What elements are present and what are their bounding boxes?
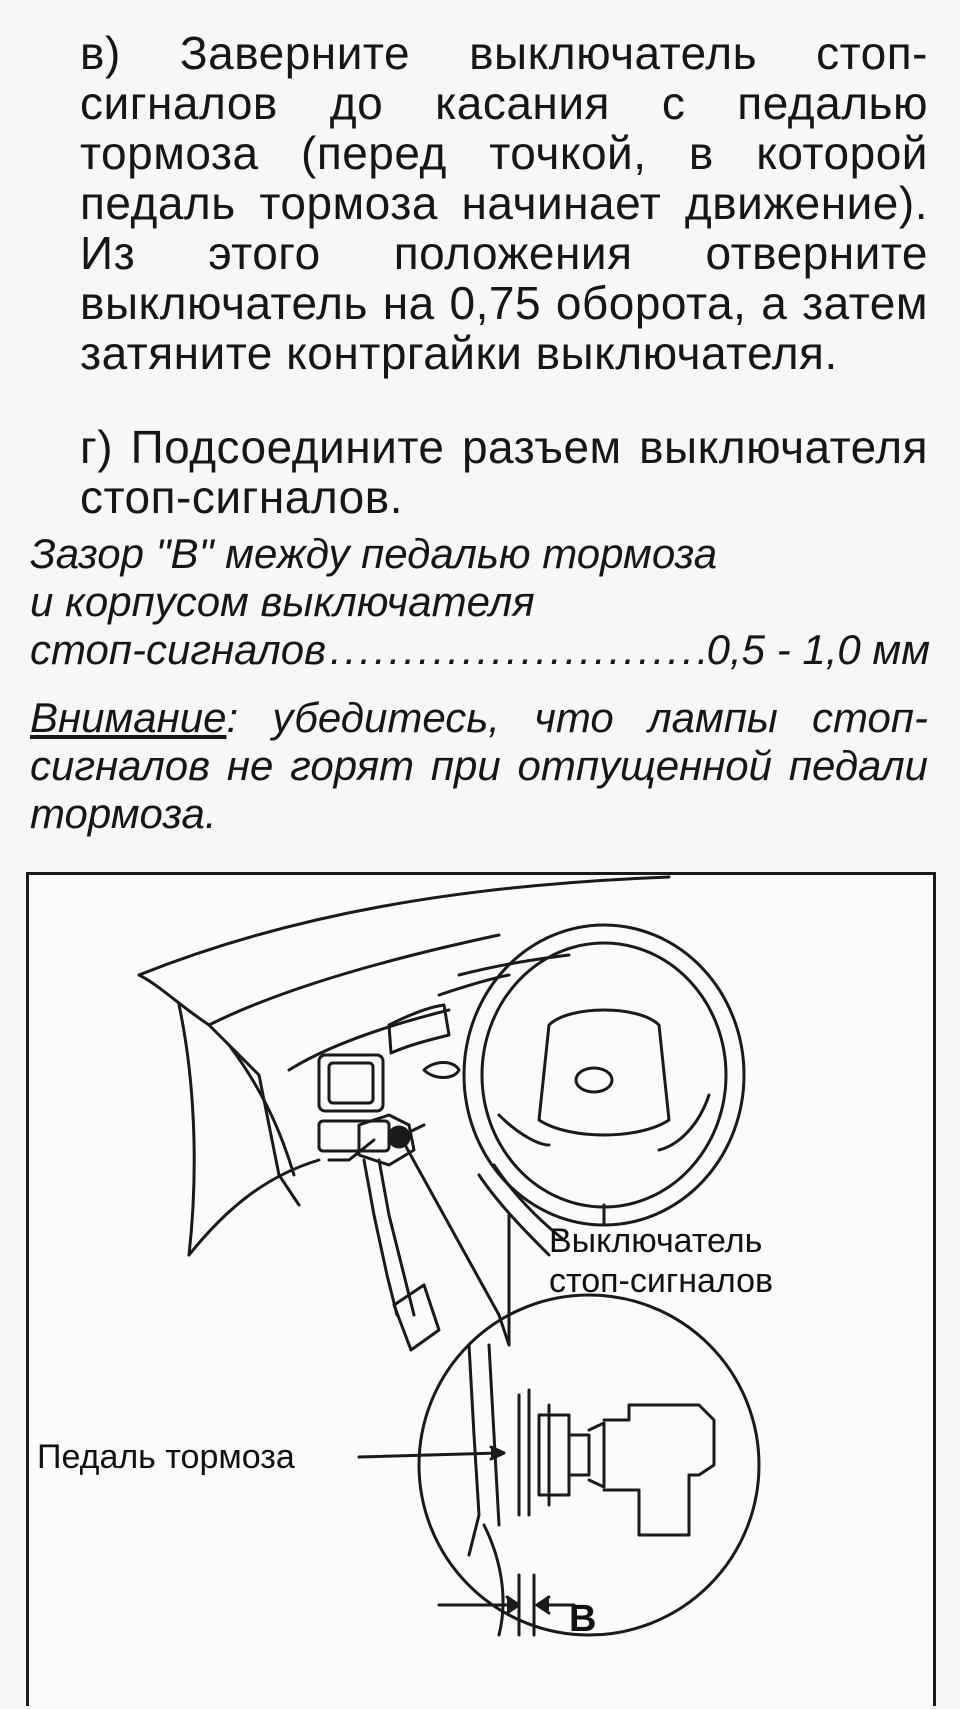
note-body: : убедитесь, что лампы стоп-сигналов не … (30, 694, 928, 837)
brake-switch-label: Выключатель стоп-сигналов (549, 1221, 773, 1301)
brake-switch-label-line2: стоп-сигналов (549, 1262, 774, 1300)
spec-line-3: стоп-сигналов ..........................… (30, 626, 930, 674)
note-heading: Внимание (30, 694, 227, 741)
attention-note: Внимание: убедитесь, что лампы стоп-сигн… (30, 694, 928, 838)
gap-specification: Зазор "В" между педалью тормоза и корпус… (30, 530, 930, 674)
step-d-text: г) Подсоедините разъем выключателя стоп-… (80, 421, 928, 523)
step-c-text: в) Заверните выключатель стоп-сигналов д… (80, 27, 928, 379)
dashboard-illustration (137, 875, 761, 1637)
spec-leader-dots: ................................... (330, 626, 703, 673)
brake-switch-label-line1: Выключатель (549, 1222, 763, 1260)
spec-value: 0,5 - 1,0 мм (706, 626, 930, 673)
gap-b-label: В (569, 1598, 597, 1640)
brake-switch-figure: Выключатель стоп-сигналов Педаль тормоза… (26, 872, 936, 1706)
brake-pedal-label: Педаль тормоза (37, 1438, 295, 1476)
spec-label: стоп-сигналов (30, 626, 327, 673)
spec-line-1: Зазор "В" между педалью тормоза (30, 530, 718, 577)
spec-line-2: и корпусом выключателя (30, 578, 535, 625)
